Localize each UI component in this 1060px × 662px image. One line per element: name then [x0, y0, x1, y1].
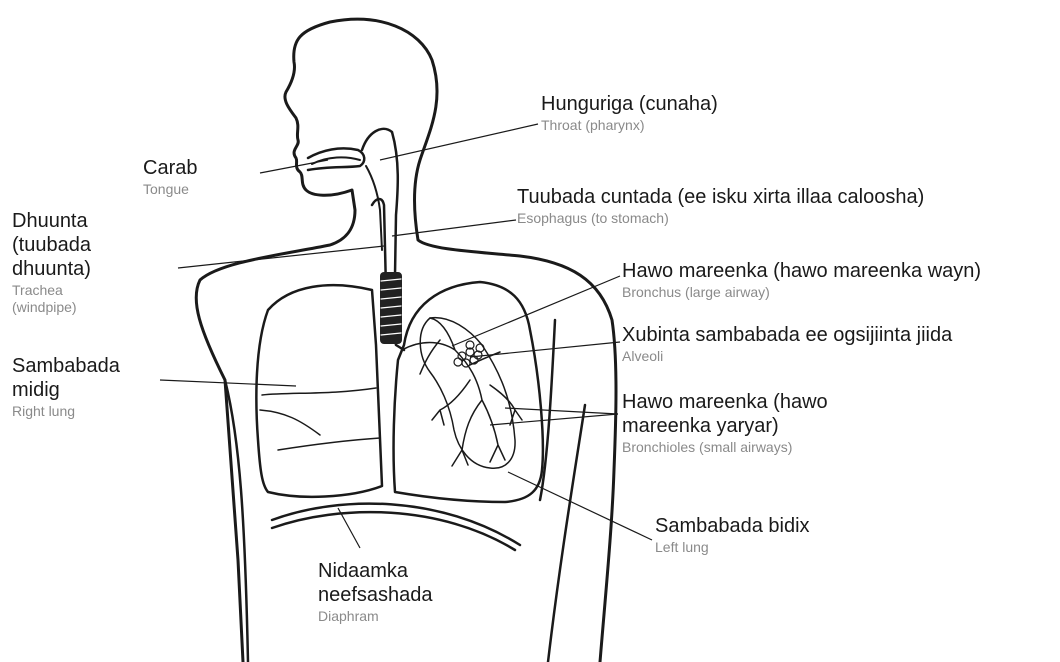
leader-esophagus	[392, 220, 516, 236]
label-bronchus-english: Bronchus (large airway)	[622, 284, 981, 301]
leader-right-lung	[160, 380, 296, 386]
label-bronchioles: Hawo mareenka (hawo mareenka yaryar) Bro…	[622, 390, 828, 456]
label-diaphragm-somali-2: neefsashada	[318, 583, 433, 607]
label-right-lung: Sambabada midig Right lung	[12, 354, 120, 420]
label-alveoli: Xubinta sambabada ee ogsijiinta jiida Al…	[622, 323, 952, 365]
leader-alveoli	[470, 342, 620, 357]
label-right-lung-somali-1: Sambabada	[12, 354, 120, 378]
label-tongue: Carab Tongue	[143, 156, 197, 198]
left-arm-line	[548, 405, 585, 662]
leader-left-lung	[508, 472, 652, 540]
label-throat-english: Throat (pharynx)	[541, 117, 718, 134]
left-lung-outline	[394, 282, 543, 502]
leader-bronchioles-2	[490, 414, 618, 425]
label-bronchioles-english: Bronchioles (small airways)	[622, 439, 828, 456]
label-bronchus-somali: Hawo mareenka (hawo mareenka wayn)	[622, 259, 981, 283]
label-esophagus: Tuubada cuntada (ee isku xirta illaa cal…	[517, 185, 924, 227]
label-esophagus-somali: Tuubada cuntada (ee isku xirta illaa cal…	[517, 185, 924, 209]
label-bronchioles-somali-1: Hawo mareenka (hawo	[622, 390, 828, 414]
alveoli-cluster	[454, 341, 484, 367]
leader-tongue	[260, 160, 328, 173]
label-right-lung-english: Right lung	[12, 403, 120, 420]
label-trachea-somali-3: dhuunta)	[12, 257, 91, 281]
label-trachea-english-1: Trachea	[12, 282, 91, 299]
label-trachea: Dhuunta (tuubada dhuunta) Trachea (windp…	[12, 209, 91, 316]
tongue-shape	[312, 157, 360, 164]
label-alveoli-english: Alveoli	[622, 348, 952, 365]
pharynx-inner	[366, 166, 382, 250]
label-tongue-somali: Carab	[143, 156, 197, 180]
label-bronchioles-somali-2: mareenka yaryar)	[622, 414, 828, 438]
right-lung-outline	[256, 285, 382, 497]
label-left-lung-english: Left lung	[655, 539, 810, 556]
diaphragm-inner	[272, 512, 515, 550]
label-right-lung-somali-2: midig	[12, 378, 120, 402]
label-trachea-english-2: (windpipe)	[12, 299, 91, 316]
label-throat: Hunguriga (cunaha) Throat (pharynx)	[541, 92, 718, 134]
leader-throat	[380, 124, 538, 160]
label-bronchus: Hawo mareenka (hawo mareenka wayn) Bronc…	[622, 259, 981, 301]
label-diaphragm-somali-1: Nidaamka	[318, 559, 433, 583]
label-alveoli-somali: Xubinta sambabada ee ogsijiinta jiida	[622, 323, 952, 347]
label-trachea-somali-1: Dhuunta	[12, 209, 91, 233]
label-left-lung: Sambabada bidix Left lung	[655, 514, 810, 556]
label-esophagus-english: Esophagus (to stomach)	[517, 210, 924, 227]
leader-bronchus	[452, 276, 620, 346]
right-lung-fissures	[260, 388, 380, 450]
leader-bronchioles-1	[505, 408, 618, 414]
leader-trachea	[178, 246, 384, 268]
label-tongue-english: Tongue	[143, 181, 197, 198]
label-trachea-somali-2: (tuubada	[12, 233, 91, 257]
label-left-lung-somali: Sambabada bidix	[655, 514, 810, 538]
label-throat-somali: Hunguriga (cunaha)	[541, 92, 718, 116]
label-diaphragm-english: Diaphram	[318, 608, 433, 625]
diaphragm-outer	[272, 504, 520, 545]
label-diaphragm: Nidaamka neefsashada Diaphram	[318, 559, 433, 625]
leader-diaphragm	[338, 508, 360, 548]
